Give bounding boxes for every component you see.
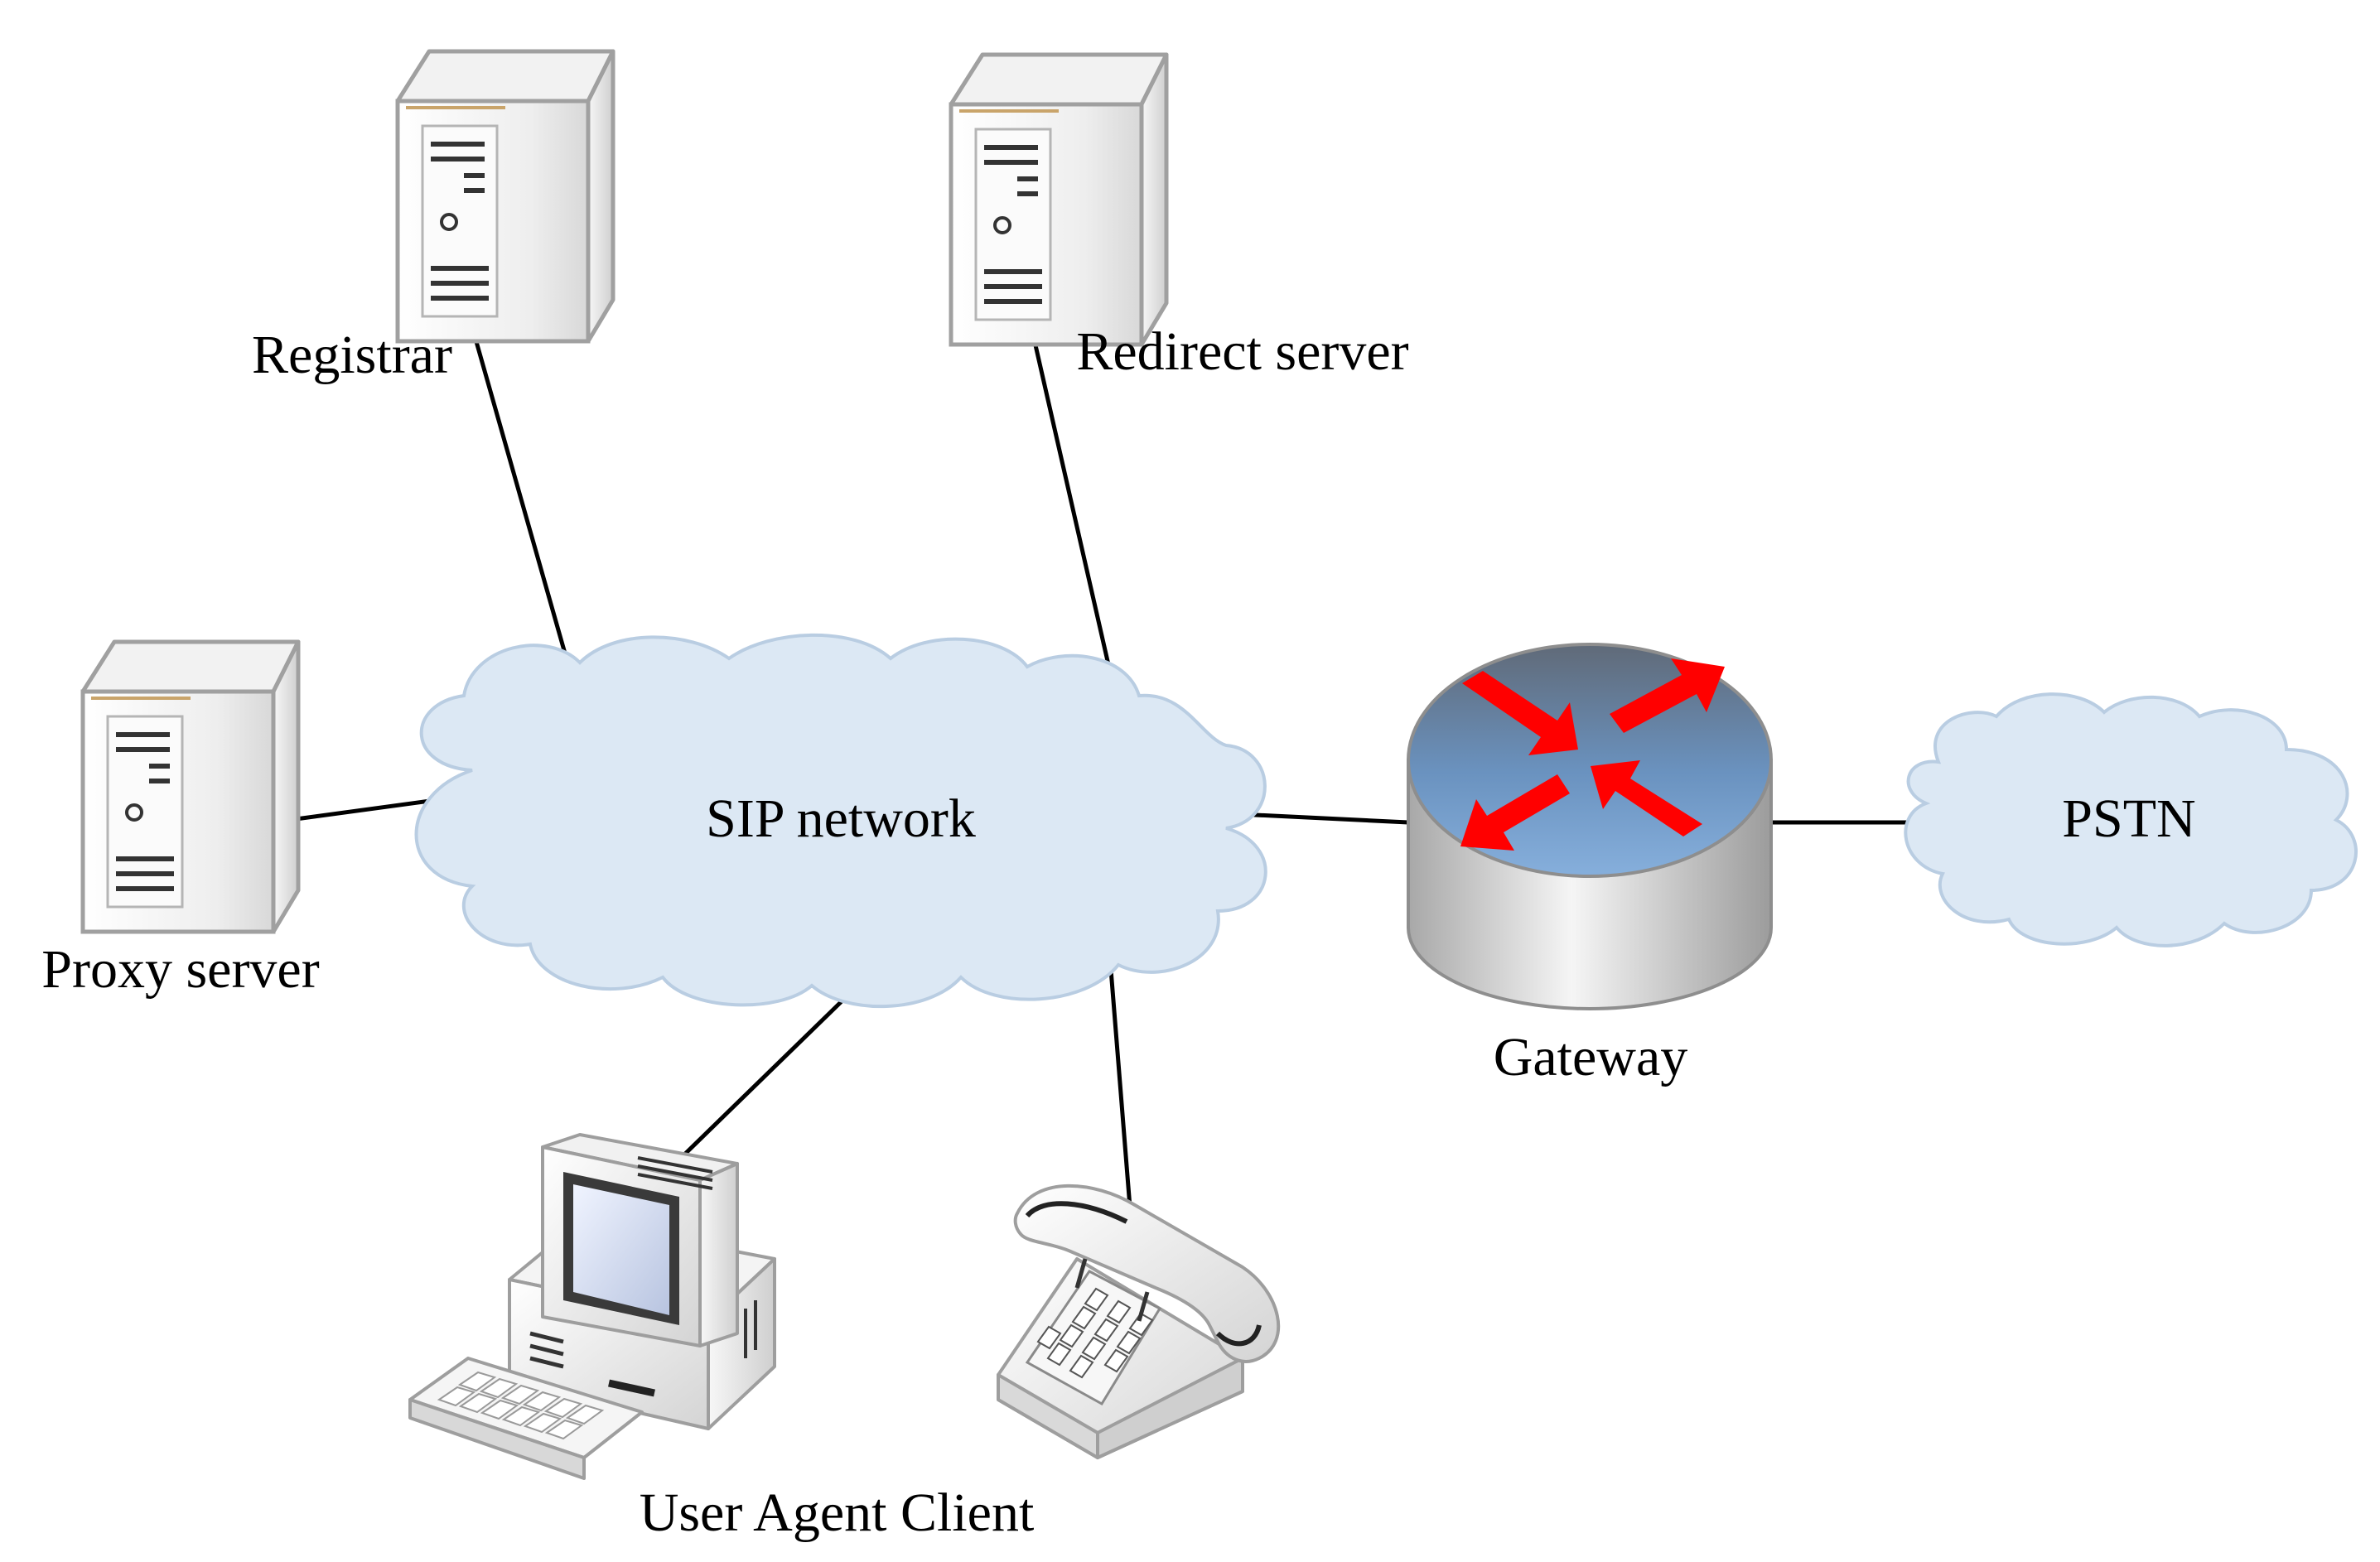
redirect-server-label: Redirect server [1076, 321, 1408, 382]
proxy-server-node: Proxy server [41, 642, 320, 1000]
server-tower-icon [83, 642, 298, 932]
pstn-cloud: PSTN [1904, 692, 2358, 947]
sip-network-label: SIP network [706, 788, 976, 849]
router-icon [1407, 643, 1773, 1010]
gateway-node: Gateway [1407, 643, 1773, 1087]
telephone-icon [997, 1184, 1281, 1459]
pstn-label: PSTN [2062, 788, 2195, 849]
registrar-label: Registrar [252, 325, 452, 385]
proxy-server-label: Proxy server [41, 939, 319, 1000]
user-agent-client-node: User Agent Client [408, 1133, 1035, 1543]
sip-network-cloud: SIP network [414, 633, 1267, 1009]
server-tower-icon [951, 55, 1166, 345]
cloud-icon [414, 633, 1267, 1009]
link-redirect-sip [1029, 325, 1114, 682]
server-tower-icon [398, 51, 613, 341]
link-phone-sip [1108, 957, 1133, 1220]
link-registrar-sip [470, 325, 572, 673]
registrar-node: Registrar [252, 51, 613, 385]
gateway-label: Gateway [1494, 1027, 1688, 1087]
telephone-node [997, 1184, 1281, 1459]
link-sip-gateway [1236, 812, 1411, 825]
cloud-icon [1904, 692, 2358, 947]
links [275, 325, 1912, 1220]
user-agent-client-label: User Agent Client [640, 1482, 1035, 1543]
desktop-computer-icon [408, 1133, 776, 1480]
link-uac-sip [677, 1000, 843, 1162]
redirect-server-node: Redirect server [951, 55, 1409, 382]
